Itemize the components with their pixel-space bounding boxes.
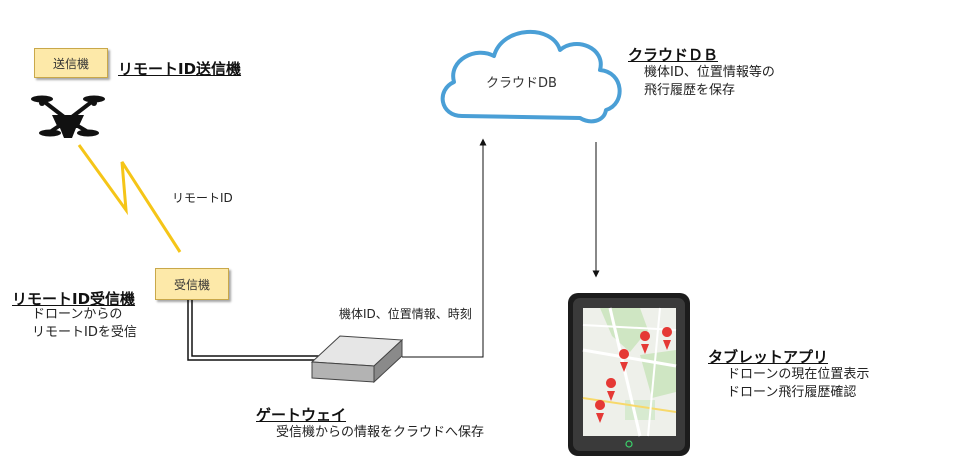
gateway-device-icon	[310, 335, 404, 384]
cloud-desc-line: 飛行履歴を保存	[644, 83, 736, 98]
radio-signal	[77, 144, 182, 253]
drone-icon	[31, 95, 105, 138]
receiver-box-label: 受信機	[173, 277, 210, 292]
tablet-description: ドローンの現在位置表示 ドローン飛行履歴確認	[727, 366, 869, 402]
transmitter-box: 送信機	[34, 48, 108, 78]
tablet-icon	[568, 293, 690, 456]
gateway-description: 受信機からの情報をクラウドへ保存	[276, 425, 485, 440]
signal-label: リモートID	[172, 191, 233, 205]
tablet-desc-line: ドローン飛行履歴確認	[727, 385, 857, 400]
cloud-label: クラウドDB	[486, 76, 557, 91]
upload-arrow	[402, 138, 487, 358]
map-pin-icon	[595, 327, 673, 423]
tablet-desc-line: ドローンの現在位置表示	[727, 367, 870, 382]
receiver-desc-line: ドローンからの	[32, 307, 123, 322]
receiver-box: 受信機	[155, 268, 229, 300]
transmitter-title: リモートID送信機	[118, 60, 242, 78]
receiver-desc-line: リモートIDを受信	[32, 325, 137, 340]
tablet-title: タブレットアプリ	[708, 348, 829, 366]
gateway-title: ゲートウェイ	[256, 406, 347, 424]
receiver-description: ドローンからの リモートIDを受信	[32, 306, 137, 342]
cloud-title: クラウドＤＢ	[628, 46, 719, 64]
receiver-title: リモートID受信機	[12, 290, 136, 308]
upload-label: 機体ID、位置情報、時刻	[339, 307, 472, 321]
cloud-desc-line: 機体ID、位置情報等の	[644, 65, 775, 80]
transmitter-box-label: 送信機	[52, 56, 89, 71]
cloud-description: 機体ID、位置情報等の 飛行履歴を保存	[644, 64, 775, 100]
receiver-gateway-cable	[187, 300, 320, 361]
cloud-icon	[440, 29, 622, 124]
